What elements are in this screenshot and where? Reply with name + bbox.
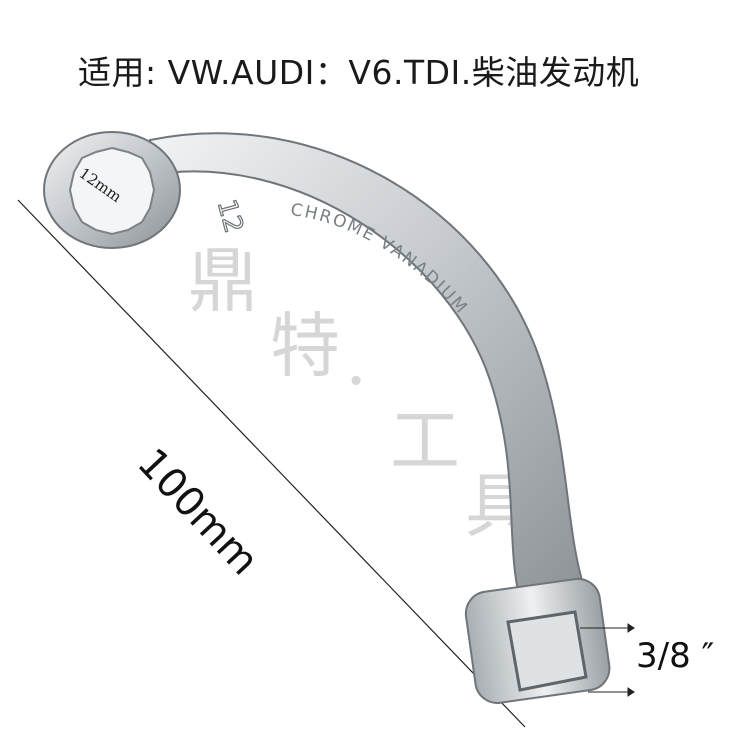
watermark-char-3: · [345,340,367,422]
length-dimension-line [17,199,526,728]
ring-number-engraving: 12 [211,196,249,236]
drive-size-label: 3/8 ″ [636,636,715,676]
watermark-char-1: 鼎 [188,240,258,322]
watermark-char-2: 特 [270,305,340,387]
socket-end [464,577,611,704]
ring-end [43,131,181,249]
product-title: 适用: VW.AUDI：V6.TDI.柴油发动机 [78,53,640,92]
twelve-point-opening [68,146,156,236]
square-drive-opening [506,610,588,692]
watermark-char-4: 工 [390,400,460,482]
drive-size-dimension [580,623,635,697]
